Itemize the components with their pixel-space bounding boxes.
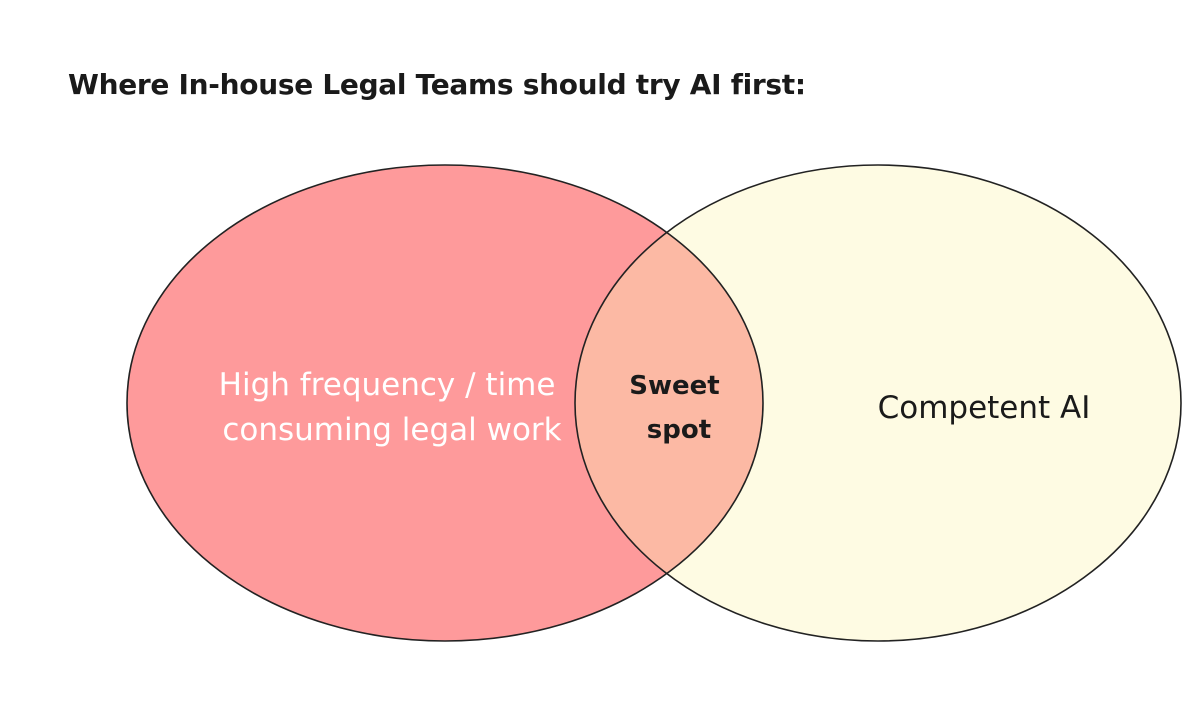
left-circle [127, 165, 763, 641]
right-circle [575, 165, 1181, 641]
right-circle-label: Competent AI [878, 390, 1091, 426]
overlap-label-line-1: Sweet [629, 371, 719, 401]
overlap-label: Sweet spot [629, 371, 729, 445]
left-label-line-2: consuming legal work [222, 412, 561, 448]
right-circle-outline [574, 164, 1182, 642]
diagram-title: Where In-house Legal Teams should try AI… [68, 68, 806, 101]
left-circle-outline [126, 164, 764, 642]
left-label-line-1: High frequency / time [219, 367, 556, 403]
overlap-label-line-2: spot [647, 415, 711, 445]
left-circle-label: High frequency / time consuming legal wo… [219, 367, 566, 448]
